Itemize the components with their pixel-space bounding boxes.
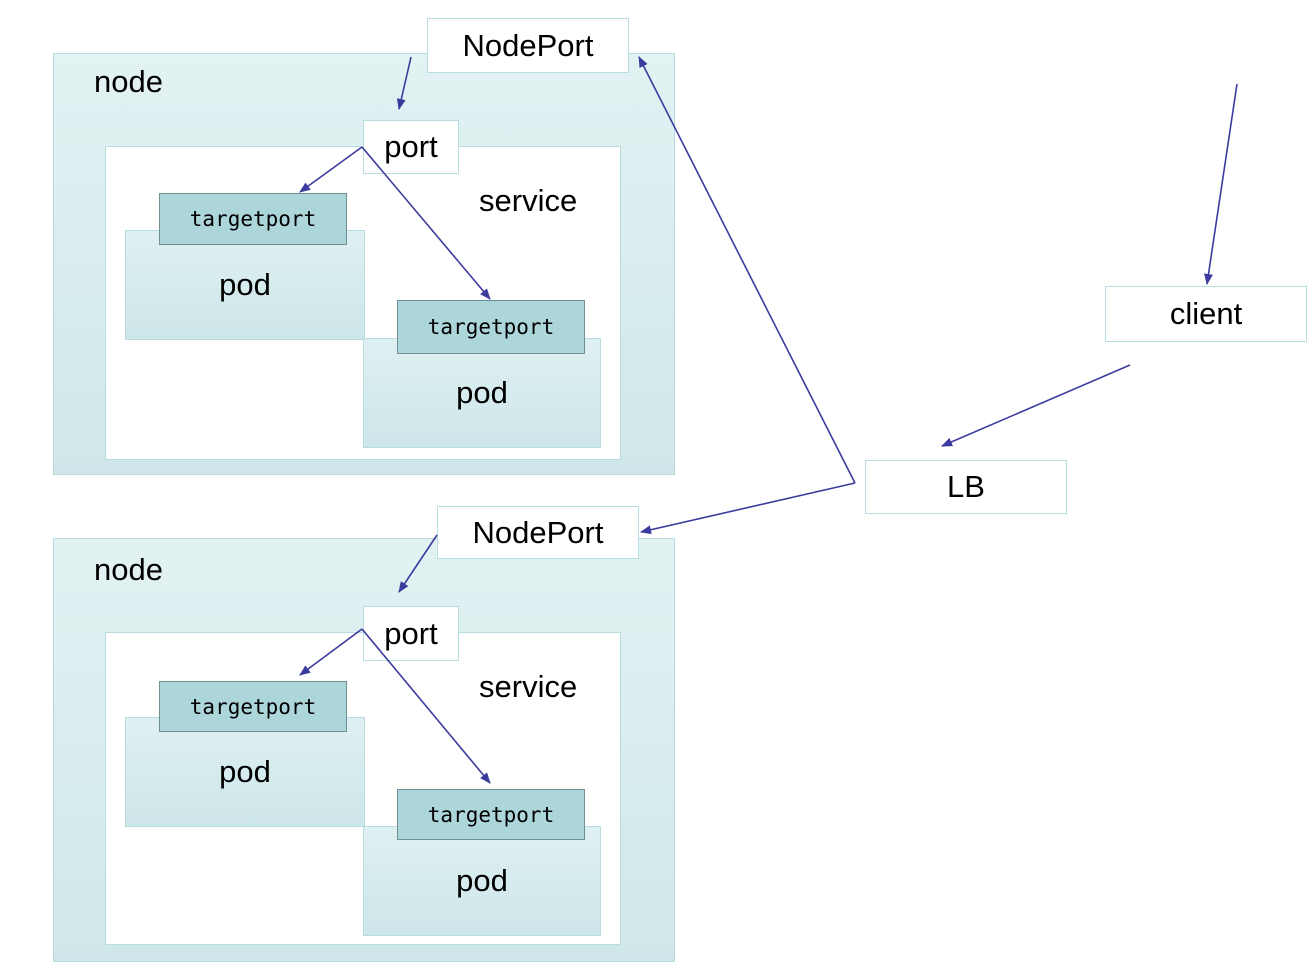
nodeport-1: NodePort bbox=[427, 18, 629, 73]
client-box: client bbox=[1105, 286, 1307, 342]
edge-lb-nodeport-1 bbox=[638, 56, 856, 484]
service-2-label: service bbox=[479, 669, 578, 704]
targetport-1a: targetport bbox=[159, 193, 347, 245]
port-2: port bbox=[363, 606, 459, 661]
edge-nodeport1-port1 bbox=[396, 56, 412, 111]
edge-port1-targetport1b bbox=[361, 146, 491, 300]
port-1: port bbox=[363, 120, 459, 174]
service-1-label: service bbox=[479, 183, 578, 218]
pod-2b: pod bbox=[363, 826, 601, 936]
targetport-1b: targetport bbox=[397, 300, 585, 354]
edge-lb-nodeport-2 bbox=[639, 482, 856, 535]
targetport-2a: targetport bbox=[159, 681, 347, 732]
pod-2a-label: pod bbox=[219, 754, 271, 789]
node-1-label: node bbox=[94, 64, 163, 99]
edge-client-lb bbox=[940, 364, 1131, 447]
targetport-2b: targetport bbox=[397, 789, 585, 840]
edge-nodeport2-port2 bbox=[398, 534, 438, 593]
edge-port1-targetport1a bbox=[299, 146, 363, 193]
edge-port2-targetport2a bbox=[299, 628, 363, 676]
edge-incoming-client bbox=[1204, 83, 1238, 286]
edge-port2-targetport2b bbox=[361, 628, 491, 784]
pod-2b-label: pod bbox=[456, 863, 508, 898]
lb-box: LB bbox=[865, 460, 1067, 514]
nodeport-2: NodePort bbox=[437, 506, 639, 559]
pod-1a-label: pod bbox=[219, 267, 271, 302]
pod-1b-label: pod bbox=[456, 375, 508, 410]
pod-1a: pod bbox=[125, 230, 365, 340]
pod-2a: pod bbox=[125, 717, 365, 827]
node-2-label: node bbox=[94, 552, 163, 587]
